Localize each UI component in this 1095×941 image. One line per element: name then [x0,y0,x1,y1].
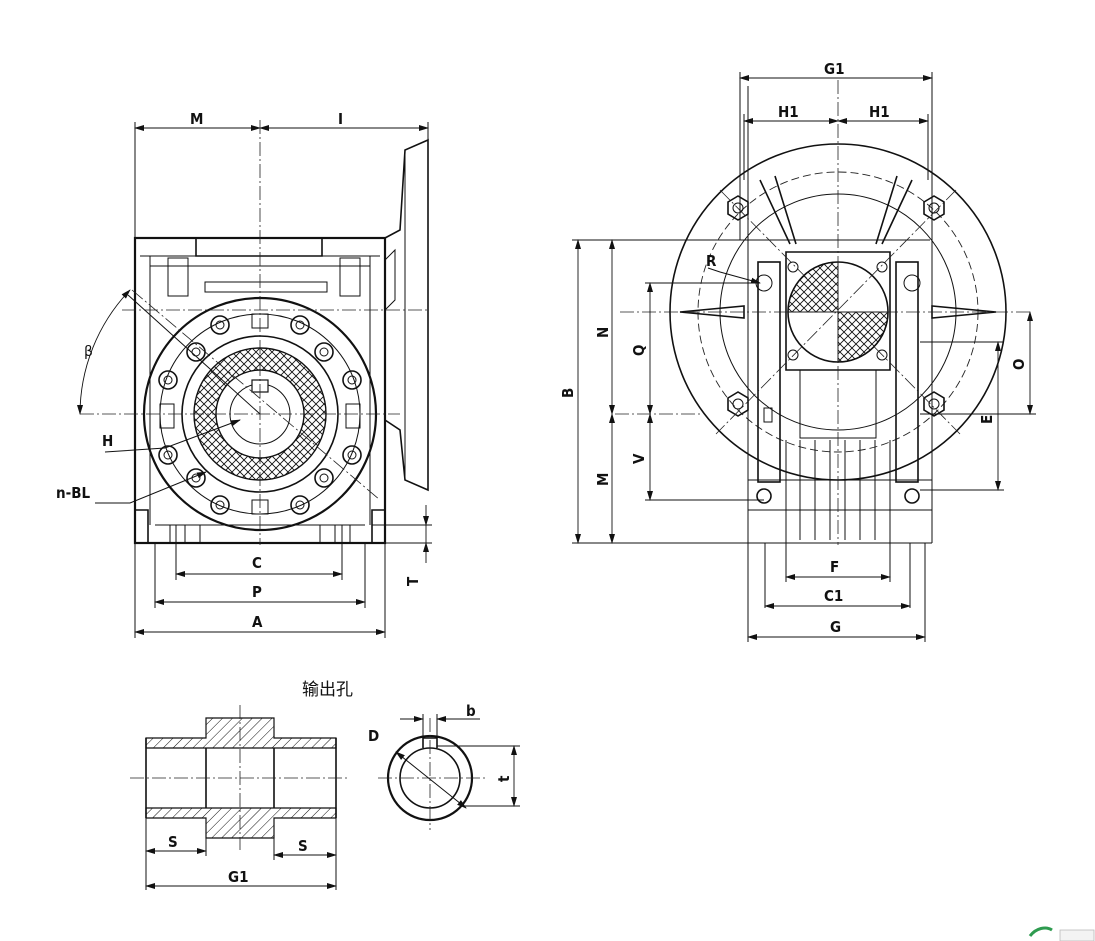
label-R: R [706,252,717,270]
label-H1-left: H1 [778,103,799,121]
label-H1-right: H1 [869,103,890,121]
corner-tab [1059,929,1095,941]
output-bore-title: 输出孔 [302,680,353,700]
label-V: V [630,453,648,464]
label-D: D [368,727,379,745]
label-b: b [466,702,476,720]
label-t: t [495,775,513,782]
label-beta: β [84,344,93,360]
label-M-side: M [594,473,612,486]
label-O: O [1010,359,1028,370]
label-S-left: S [168,833,178,851]
bore-section [130,705,350,890]
label-A: A [252,613,263,631]
label-G1-bore: G1 [228,868,248,886]
label-N: N [594,327,612,338]
bore-end-view [378,714,520,830]
front-view [77,120,432,638]
label-I: I [338,110,343,128]
label-F: F [830,558,839,576]
label-G1-top: G1 [824,60,844,78]
label-G: G [830,618,841,636]
label-H: H [102,432,113,450]
label-S-right: S [298,837,308,855]
label-E: E [978,415,996,424]
label-P: P [252,583,262,601]
label-Q: Q [630,345,648,356]
corner-logo-icon [1028,926,1053,937]
label-C1: C1 [824,587,843,605]
label-T: T [404,576,422,586]
motor-flange [384,138,429,492]
side-view [572,72,1036,642]
label-B: B [559,388,577,398]
label-M-top: M [190,110,203,128]
label-n-BL: n-BL [56,484,90,502]
label-C: C [252,554,262,572]
